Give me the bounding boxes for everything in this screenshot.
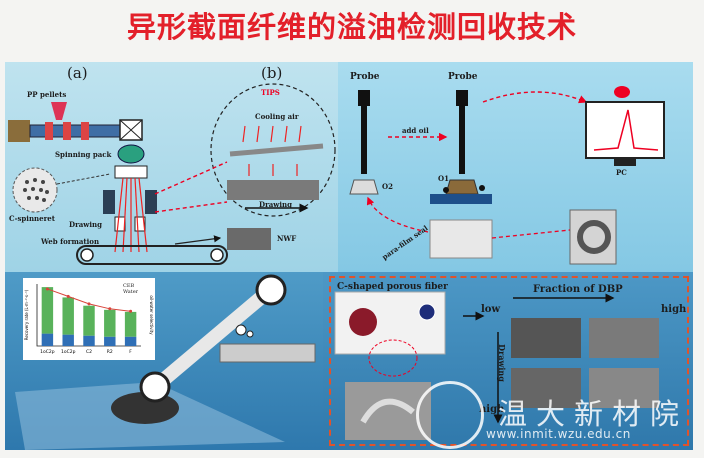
spin-head	[114, 165, 148, 179]
motor-block	[8, 120, 30, 142]
fiber-strand	[229, 143, 324, 157]
c-spinneret-label: C-spinneret	[9, 214, 55, 223]
conveyor-belt	[76, 245, 228, 265]
extruder-barrel	[29, 124, 121, 138]
bar-ceb-1	[62, 297, 74, 335]
heater-band-1	[45, 122, 53, 140]
o2-label: O2	[382, 182, 393, 191]
pc-label: PC	[616, 168, 627, 177]
probe-detection-drawing	[349, 86, 665, 265]
low-h-label: low	[481, 304, 501, 315]
sem-high-low	[589, 318, 659, 358]
legend-ceb: CEB	[123, 283, 135, 289]
drawing-label-a: Drawing	[69, 220, 102, 229]
probe-right-label: Probe	[448, 72, 478, 82]
probe-detection-panel: Probe Probe add oil O2 O1 PC para-film s…	[338, 62, 693, 272]
water-surface	[430, 194, 492, 204]
heater-band-2	[63, 122, 71, 140]
tick-label-4: F	[129, 349, 132, 355]
o1-label: O1	[438, 174, 449, 183]
legend-water: Water	[123, 289, 139, 295]
bar-water-0	[41, 333, 54, 346]
tick-label-0: 1oC2p	[40, 349, 55, 355]
bar-ceb-4	[124, 311, 137, 337]
c-spinneret-disc	[12, 167, 58, 213]
y-axis-label: Recovery rate (L·m⁻²·s⁻¹)	[24, 289, 29, 340]
c-shaped-fiber-label: C-shaped porous fiber	[337, 282, 448, 292]
high-h-label: high	[661, 304, 687, 315]
fiber-drawing	[334, 291, 659, 440]
tips-ellipse	[210, 83, 336, 217]
absorbed-oil-spot	[349, 308, 377, 336]
bar-water-3	[104, 336, 116, 346]
slide-title: 异形截面纤维的溢油检测回收技术	[126, 10, 577, 44]
bar-water-2	[83, 335, 95, 346]
nwf-label: NWF	[277, 234, 297, 243]
add-oil-label: add oil	[402, 126, 429, 135]
university-seal-icon	[416, 381, 484, 449]
sem-high-high	[589, 368, 659, 408]
selectivity-point-3	[108, 307, 112, 311]
nwf-sample	[227, 228, 271, 250]
roller-top	[255, 274, 287, 306]
drawing-v-label: Drawing	[496, 344, 507, 382]
tick-label-2: C2	[86, 349, 92, 355]
recovery-chart: 1oC2p 1oC2p C2 R2 F Recovery rate (L·m⁻²·s⁻¹)…	[23, 278, 155, 360]
fraction-dbp-label: Fraction of DBP	[533, 284, 623, 295]
spin-pump	[117, 144, 145, 164]
bar-ceb-0	[41, 287, 54, 334]
selectivity-point-4	[129, 309, 133, 313]
fiber-dashed-frame	[329, 276, 689, 446]
c-shaped-fiber-panel: C-shaped porous fiber Fraction of DBP lo…	[323, 272, 693, 450]
quench-block-left	[103, 190, 115, 214]
probe-right-rod	[459, 106, 465, 174]
tips-label: TIPS	[261, 88, 280, 97]
spinning-process-panel: (a) (b) PP pellets Spinning pack C-spinn…	[5, 62, 338, 272]
quench-block-right	[145, 190, 157, 214]
high-v-label: high	[479, 404, 505, 415]
selectivity-point-0	[45, 287, 49, 291]
spinning-process-drawing	[8, 83, 336, 265]
bar-ceb-2	[83, 305, 95, 336]
y2-axis-label: oil-water selectivity	[149, 295, 154, 335]
heater-band-3	[81, 122, 89, 140]
selectivity-point-1	[66, 294, 70, 298]
tick-label-3: R2	[107, 349, 113, 355]
recovery-panel: 1oC2p 1oC2p C2 R2 F Recovery rate (L·m⁻²·s⁻¹)…	[5, 272, 323, 450]
watermark-name: 温大新材院	[498, 397, 689, 431]
probe-left-label: Probe	[350, 72, 380, 82]
recovery-chart-svg: 1oC2p 1oC2p C2 R2 F Recovery rate (L·m⁻²·s⁻¹)…	[24, 284, 154, 355]
probe-left-rod	[361, 106, 367, 174]
roller-bottom	[139, 371, 171, 403]
bar-water-1	[62, 334, 74, 346]
drawing-label-b: Drawing	[259, 200, 292, 209]
spinning-pack-label: Spinning pack	[55, 150, 112, 159]
bar-water-4	[124, 336, 137, 346]
pp-pellets-label: PP pellets	[27, 90, 67, 99]
pellet-hopper	[51, 102, 67, 120]
recovery-scene	[15, 274, 316, 450]
tick-label-1: 1oC2p	[61, 349, 76, 355]
alarm-light	[614, 86, 630, 98]
cooling-air-label: Cooling air	[255, 112, 299, 121]
tips-membrane	[227, 180, 319, 200]
sem-low-low	[511, 318, 581, 358]
web-formation-label: Web formation	[41, 237, 100, 246]
selectivity-point-2	[87, 302, 91, 306]
panel-a-label: (a)	[67, 64, 88, 82]
sem-low-high	[511, 368, 581, 408]
bar-ceb-3	[104, 309, 116, 337]
para-film-image	[429, 219, 493, 259]
panel-b-label: (b)	[261, 64, 283, 82]
watermark-url: www.inmit.wzu.edu.cn	[486, 427, 631, 441]
